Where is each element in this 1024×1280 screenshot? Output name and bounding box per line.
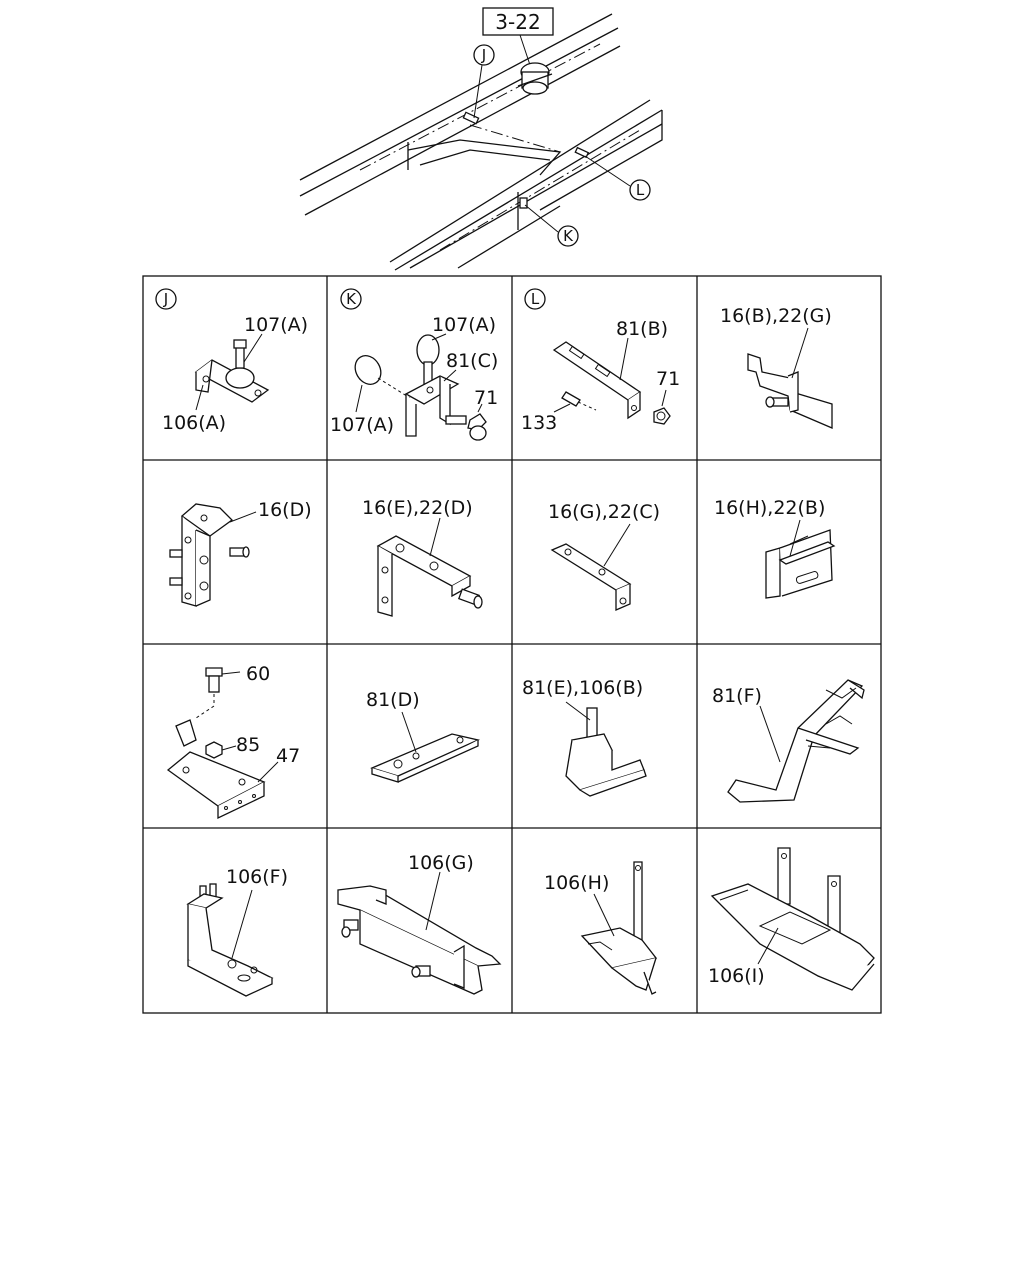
cell-letter-circle [340,288,362,310]
ref-label[interactable]: 3-22 [495,10,540,34]
cell-16e-22d: 16(E),22(D) [362,497,483,617]
frame-component [517,62,553,95]
cell-16h-22b: 16(H),22(B) [714,497,836,599]
cell-81e-106b: 81(E),106(B) [522,677,647,797]
svg-text:81(C): 81(C) [446,350,498,372]
cell-60-85-47: 60 85 47 [166,663,300,820]
svg-text:81(F): 81(F) [712,685,762,707]
svg-text:106(H): 106(H) [544,872,609,894]
part-clamp-left[interactable] [350,351,411,399]
parts-grid [142,275,882,1014]
part-bracket-16d[interactable] [169,503,250,607]
cell-l: L 81(B) 71 133 [521,288,680,434]
svg-text:16(E),22(D): 16(E),22(D) [362,497,473,519]
part-bracket-106f[interactable] [186,883,274,997]
svg-text:J: J [481,46,486,64]
cell-106g: 106(G) [337,852,502,995]
cell-16g-22c: 16(G),22(C) [548,501,660,611]
part-plate-81d[interactable] [370,733,481,783]
callout-k[interactable]: K [524,204,579,247]
part-nut-85[interactable] [205,741,223,759]
cell-106i: 106(I) [708,847,875,991]
svg-text:K: K [346,290,357,308]
svg-text:L: L [531,290,540,308]
cell-letter-circle [524,288,546,310]
cell-letter-circle [155,288,177,310]
svg-text:106(F): 106(F) [226,866,288,888]
svg-text:16(B),22(G): 16(B),22(G) [720,305,832,327]
part-bracket-106h[interactable] [580,861,658,995]
svg-text:81(B): 81(B) [616,318,668,340]
cell-k: K 107(A) 81(C) 71 107(A) [330,288,498,441]
svg-text:71: 71 [656,368,680,390]
part-bracket-106g[interactable] [337,885,502,995]
svg-text:107(A): 107(A) [432,314,496,336]
svg-text:60: 60 [246,663,270,685]
part-bracket-l[interactable] [552,341,671,425]
svg-text:106(G): 106(G) [408,852,474,874]
svg-text:16(G),22(C): 16(G),22(C) [548,501,660,523]
cell-j: J 107(A) 106(A) [155,288,308,434]
part-bracket-16b[interactable] [747,353,833,429]
part-plate-47[interactable] [166,751,266,820]
svg-text:K: K [563,227,574,245]
part-bracket-k[interactable] [404,375,487,441]
part-bracket-16g[interactable] [550,543,632,611]
svg-text:J: J [163,290,168,308]
part-clamp-bracket[interactable] [194,339,270,403]
ref-box[interactable] [482,7,554,36]
svg-text:71: 71 [474,387,498,409]
cell-106f: 106(F) [186,866,288,997]
cell-16d: 16(D) [169,499,312,607]
svg-text:133: 133 [521,412,557,434]
svg-text:81(D): 81(D) [366,689,420,711]
callout-j[interactable]: J [473,44,495,119]
svg-text:16(H),22(B): 16(H),22(B) [714,497,825,519]
part-bracket-81f[interactable] [727,679,865,803]
callout-l[interactable]: L [584,155,651,201]
svg-text:107(A): 107(A) [244,314,308,336]
part-bracket-16e[interactable] [376,535,483,617]
svg-text:81(E),106(B): 81(E),106(B) [522,677,643,699]
part-bracket-16h[interactable] [765,529,836,599]
cell-106h: 106(H) [544,861,658,995]
part-clamp-right[interactable] [416,334,440,386]
part-clip[interactable] [175,719,197,747]
svg-text:L: L [636,181,645,199]
svg-text:106(A): 106(A) [162,412,226,434]
svg-text:16(D): 16(D) [258,499,312,521]
chassis-overview: 3-22 J [299,7,663,271]
svg-text:106(I): 106(I) [708,965,765,987]
svg-text:107(A): 107(A) [330,414,394,436]
cell-16b-22g: 16(B),22(G) [720,305,833,429]
part-bracket-106i[interactable] [710,847,875,991]
cell-81f: 81(F) [712,679,865,803]
svg-text:85: 85 [236,734,260,756]
part-bolt-60[interactable] [205,667,223,693]
svg-text:47: 47 [276,745,300,767]
cell-81d: 81(D) [366,689,481,783]
part-bracket-81e[interactable] [565,707,647,797]
